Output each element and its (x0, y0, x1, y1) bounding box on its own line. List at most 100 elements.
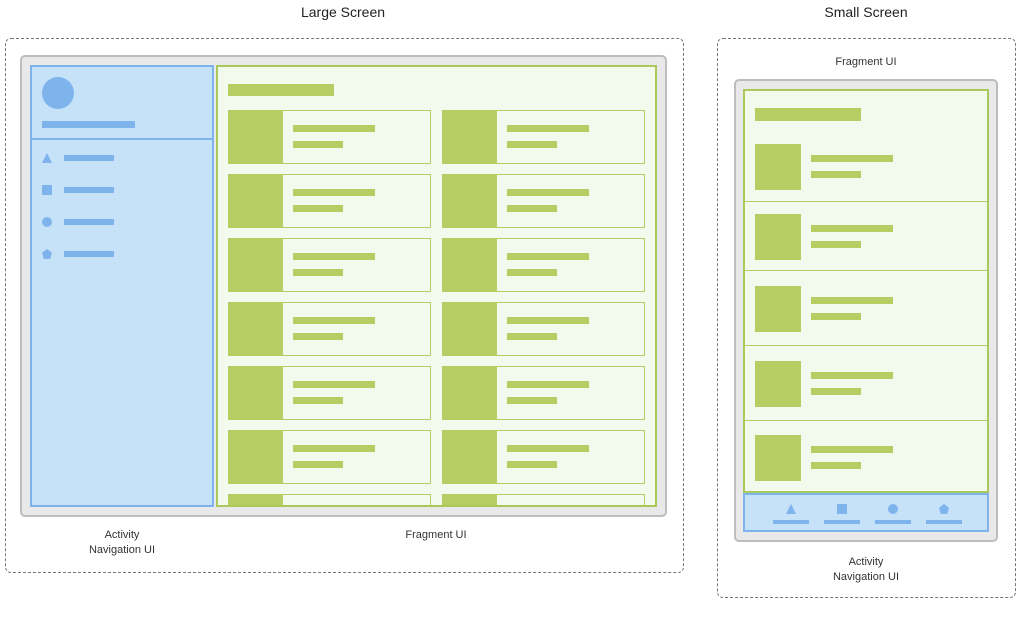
small-fragment-panel (743, 89, 989, 493)
list-card[interactable] (442, 110, 645, 164)
list-card[interactable] (228, 430, 431, 484)
small-nav-caption: Activity Navigation UI (806, 555, 926, 585)
card-title-line (293, 253, 375, 260)
card-subtitle-line (293, 269, 343, 276)
card-thumbnail (443, 495, 497, 505)
small-fragment-caption: Fragment UI (835, 56, 897, 68)
nav-item[interactable] (42, 217, 122, 229)
card-thumbnail (443, 111, 497, 163)
list-item-thumbnail (755, 361, 801, 407)
card-subtitle-line (293, 397, 343, 404)
square-icon (837, 504, 847, 514)
avatar (42, 77, 74, 109)
bottom-nav-label (875, 520, 911, 524)
list-card[interactable] (442, 366, 645, 420)
card-title-line (507, 189, 589, 196)
list-item[interactable] (745, 421, 987, 491)
circle-icon (42, 217, 52, 227)
list-item[interactable] (745, 202, 987, 271)
list-card[interactable] (228, 110, 431, 164)
nav-header-text (42, 121, 135, 128)
list-card[interactable] (442, 238, 645, 292)
bottom-nav-item[interactable] (924, 498, 964, 528)
list-item-subtitle-line (811, 388, 861, 395)
card-subtitle-line (293, 141, 343, 148)
caption-line: Activity (104, 529, 140, 541)
card-thumbnail (443, 367, 497, 419)
nav-item[interactable] (42, 249, 122, 261)
list-card[interactable] (442, 430, 645, 484)
list-item-thumbnail (755, 286, 801, 332)
bottom-nav-item[interactable] (873, 498, 913, 528)
large-nav-caption: Activity Navigation UI (62, 528, 182, 558)
fragment-header-text (755, 108, 861, 121)
bottom-nav-label (926, 520, 962, 524)
list-card[interactable] (442, 494, 645, 505)
large-screen-boundary (5, 38, 684, 573)
list-item-title-line (811, 225, 893, 232)
caption-line: Navigation UI (88, 544, 156, 556)
list-item[interactable] (745, 271, 987, 346)
list-item-thumbnail (755, 214, 801, 260)
nav-divider (32, 138, 212, 140)
triangle-icon (42, 153, 52, 163)
list-item-subtitle-line (811, 171, 861, 178)
small-screen-boundary (717, 38, 1016, 598)
list-item-subtitle-line (811, 462, 861, 469)
bottom-nav-label (824, 520, 860, 524)
list-card[interactable] (228, 366, 431, 420)
card-thumbnail (229, 111, 283, 163)
card-subtitle-line (507, 141, 557, 148)
list-item-subtitle-line (811, 241, 861, 248)
card-title-line (293, 189, 375, 196)
card-thumbnail (443, 175, 497, 227)
list-item-title-line (811, 155, 893, 162)
list-card[interactable] (228, 302, 431, 356)
list-item[interactable] (745, 132, 987, 202)
list-card[interactable] (228, 494, 431, 505)
pentagon-icon (42, 249, 52, 259)
card-title-line (293, 445, 375, 452)
card-subtitle-line (507, 269, 557, 276)
list-item-thumbnail (755, 144, 801, 190)
nav-item[interactable] (42, 185, 122, 197)
card-thumbnail (229, 175, 283, 227)
list-card[interactable] (442, 302, 645, 356)
card-title-line (507, 253, 589, 260)
bottom-nav-item[interactable] (822, 498, 862, 528)
card-thumbnail (229, 239, 283, 291)
large-fragment-caption: Fragment UI (405, 529, 467, 541)
card-subtitle-line (293, 205, 343, 212)
nav-item[interactable] (42, 153, 122, 165)
list-card[interactable] (228, 238, 431, 292)
card-subtitle-line (507, 333, 557, 340)
card-thumbnail (443, 239, 497, 291)
list-card[interactable] (442, 174, 645, 228)
large-fragment-panel (216, 65, 657, 507)
nav-item-label (64, 155, 114, 161)
list-card[interactable] (228, 174, 431, 228)
card-thumbnail (229, 495, 283, 505)
card-subtitle-line (507, 205, 557, 212)
list-item-thumbnail (755, 435, 801, 481)
card-title-line (293, 381, 375, 388)
large-navigation-panel (30, 65, 214, 507)
card-thumbnail (229, 367, 283, 419)
card-subtitle-line (293, 333, 343, 340)
card-title-line (293, 317, 375, 324)
small-screen-title: Small Screen (824, 4, 908, 20)
triangle-icon (786, 504, 796, 514)
card-title-line (293, 125, 375, 132)
list-item-title-line (811, 446, 893, 453)
small-bottom-navigation (743, 493, 989, 532)
square-icon (42, 185, 52, 195)
card-title-line (507, 125, 589, 132)
card-title-line (507, 445, 589, 452)
card-subtitle-line (507, 461, 557, 468)
list-item[interactable] (745, 346, 987, 421)
card-subtitle-line (507, 397, 557, 404)
bottom-nav-item[interactable] (771, 498, 811, 528)
large-screen-title: Large Screen (300, 4, 386, 20)
card-thumbnail (443, 303, 497, 355)
card-thumbnail (229, 303, 283, 355)
